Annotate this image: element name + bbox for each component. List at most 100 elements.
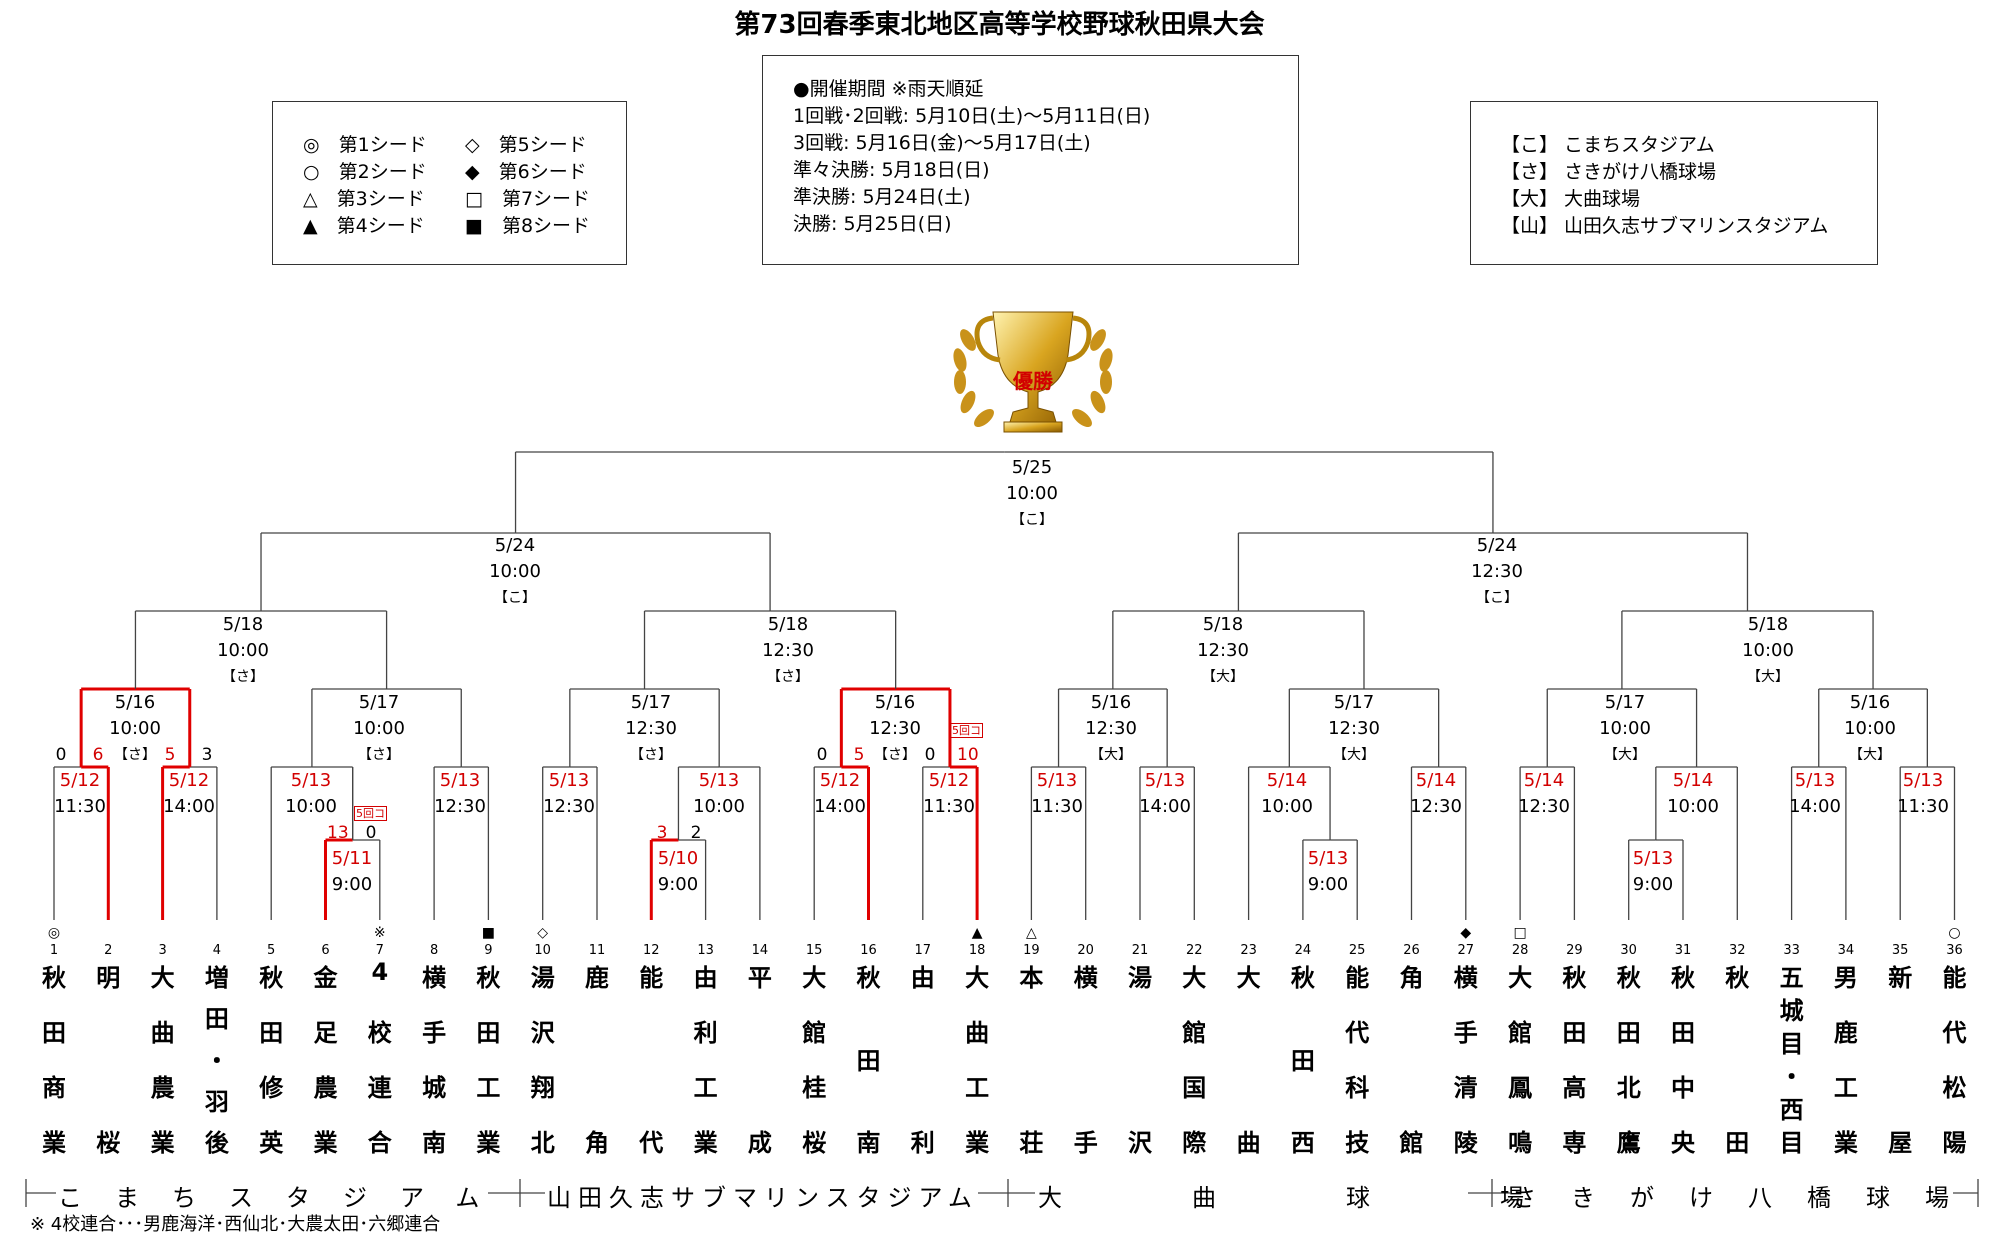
team-number: 2 bbox=[104, 943, 113, 958]
venue-bar-yamada: 山田久志サブマリンスタジアム bbox=[547, 1184, 979, 1212]
score: 13 bbox=[327, 823, 349, 843]
team-number: 7 bbox=[375, 943, 384, 958]
legend-item-seed6: ◆ 第6シード bbox=[465, 161, 587, 183]
footnote: ※ 4校連合･･･男鹿海洋･西仙北･大農太田･六郷連合 bbox=[30, 1214, 441, 1235]
venue-line: 【山】 山田久志サブマリンスタジアム bbox=[1501, 215, 1829, 237]
seed-mark: △ bbox=[1026, 925, 1037, 941]
score: 5 bbox=[853, 745, 865, 765]
team-number: 28 bbox=[1511, 943, 1529, 958]
score: 2 bbox=[690, 823, 702, 843]
team-number: 1 bbox=[49, 943, 59, 958]
team-number: 9 bbox=[484, 943, 493, 958]
team-number: 19 bbox=[1023, 943, 1040, 958]
team-number: 32 bbox=[1729, 943, 1746, 958]
score: 5 bbox=[164, 745, 176, 765]
team-number: 17 bbox=[914, 943, 932, 958]
team-number: 10 bbox=[534, 943, 551, 958]
trophy-icon: 優勝 bbox=[953, 311, 1113, 433]
team-number: 16 bbox=[860, 943, 877, 958]
seed-mark: ◇ bbox=[537, 925, 549, 941]
team-number: 23 bbox=[1240, 943, 1257, 958]
team-number: 8 bbox=[429, 943, 439, 958]
legend-item-seed7: □ 第7シード bbox=[465, 188, 591, 210]
team-number: 22 bbox=[1186, 943, 1203, 958]
score: 6 bbox=[92, 745, 104, 765]
team-number: 34 bbox=[1837, 943, 1855, 958]
team-number: 21 bbox=[1131, 943, 1149, 958]
team-number: 5 bbox=[267, 943, 276, 958]
schedule-line: 3回戦: 5月16日(金)～5月17日(土) bbox=[793, 132, 1091, 154]
team-number: 36 bbox=[1946, 943, 1963, 958]
seed-legend-box: ◎ 第1シード ○ 第2シード △ 第3シード ▲ 第4シード ◇ 第5シード … bbox=[272, 101, 627, 265]
seed-mark: ◆ bbox=[1460, 925, 1472, 941]
score: 0 bbox=[816, 745, 828, 765]
team-number: 35 bbox=[1891, 943, 1909, 958]
team-number: 20 bbox=[1077, 943, 1094, 958]
team-number: 15 bbox=[805, 943, 823, 958]
seed-mark: ■ bbox=[481, 925, 495, 941]
score: 10 bbox=[957, 745, 979, 765]
schedule-line: 1回戦･2回戦: 5月10日(土)～5月11日(日) bbox=[793, 105, 1151, 127]
team-number: 27 bbox=[1457, 943, 1475, 958]
seed-mark: □ bbox=[1513, 925, 1527, 941]
team-number: 25 bbox=[1348, 943, 1366, 958]
score: 0 bbox=[924, 745, 936, 765]
team-number: 12 bbox=[643, 943, 660, 958]
schedule-line: 決勝: 5月25日(日) bbox=[793, 213, 952, 235]
score: 3 bbox=[201, 745, 213, 765]
venue-bar-sakigake: さきがけ八橋球場 bbox=[1512, 1184, 1984, 1212]
team-number: 6 bbox=[321, 943, 330, 958]
schedule-line: ●開催期間 ※雨天順延 bbox=[793, 78, 984, 100]
schedule-line: 準々決勝: 5月18日(日) bbox=[793, 159, 990, 181]
score: 0 bbox=[365, 823, 377, 843]
team-number: 31 bbox=[1674, 943, 1692, 958]
score: 3 bbox=[656, 823, 668, 843]
venue-legend-box: 【こ】 こまちスタジアム 【さ】 さきがけ八橋球場 【大】 大曲球場 【山】 山… bbox=[1470, 101, 1878, 265]
venue-bar-omagari: 大曲球場 bbox=[1038, 1184, 1654, 1212]
legend-item-seed1: ◎ 第1シード bbox=[303, 134, 427, 156]
venue-bar-komachi: こまちスタジアム bbox=[58, 1184, 513, 1212]
team-number: 26 bbox=[1403, 943, 1420, 958]
venue-line: 【こ】 こまちスタジアム bbox=[1501, 134, 1715, 156]
team-number: 4 bbox=[212, 943, 222, 958]
schedule-box: ●開催期間 ※雨天順延 1回戦･2回戦: 5月10日(土)～5月11日(日) 3… bbox=[762, 55, 1299, 265]
team-number: 33 bbox=[1783, 943, 1800, 958]
seed-mark: ◎ bbox=[47, 925, 61, 941]
team-number: 29 bbox=[1566, 943, 1583, 958]
seed-mark: ▲ bbox=[971, 925, 983, 941]
legend-item-seed5: ◇ 第5シード bbox=[465, 134, 587, 156]
schedule-line: 準決勝: 5月24日(土) bbox=[793, 186, 971, 208]
score: 0 bbox=[55, 745, 67, 765]
team-number: 11 bbox=[588, 943, 606, 958]
